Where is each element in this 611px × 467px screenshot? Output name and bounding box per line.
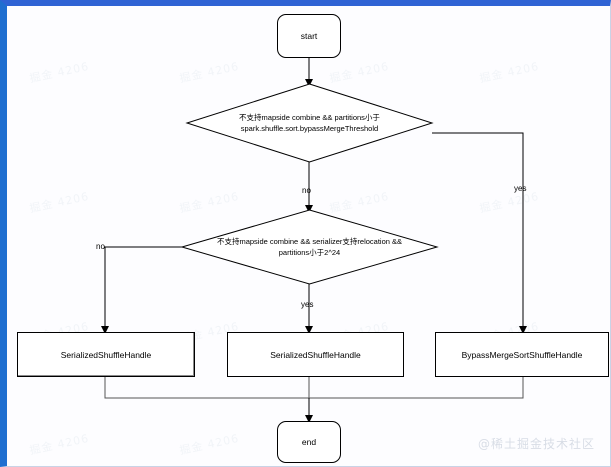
node-start-label: start [300, 31, 318, 41]
node-decision-2-text: 不支持mapside combine && serializer支持reloca… [182, 210, 437, 284]
node-decision-1-text: 不支持mapside combine && partitions小于 spark… [187, 84, 432, 162]
node-decision-serialized[interactable]: 不支持mapside combine && serializer支持reloca… [180, 209, 439, 285]
background-watermark: 掘金 4206 [478, 59, 541, 86]
background-watermark: 掘金 4206 [28, 59, 91, 86]
node-end[interactable]: end [277, 421, 341, 463]
background-watermark: 掘金 4206 [328, 59, 391, 86]
background-watermark: 掘金 4206 [178, 431, 241, 458]
background-watermark: 掘金 4206 [478, 189, 541, 216]
background-watermark: 掘金 4206 [28, 431, 91, 458]
diamond-shape-2 [180, 209, 439, 285]
node-end-label: end [301, 437, 317, 447]
node-start[interactable]: start [277, 14, 341, 58]
edge-label-decision1-no: no [302, 186, 311, 195]
node-mid-label: SerializedShuffleHandle [270, 349, 361, 360]
edge-label-decision1-yes: yes [514, 184, 527, 193]
decision-2-line-2: partitions小于2^24 [278, 248, 341, 257]
edge-label-decision2-yes: yes [301, 300, 314, 309]
diamond-shape-1 [185, 83, 434, 163]
site-watermark: @稀土掘金技术社区 [477, 437, 595, 451]
node-serialized-shuffle-handle-mid[interactable]: SerializedShuffleHandle [227, 332, 404, 377]
node-bypass-merge-sort-shuffle-handle[interactable]: BypassMergeSortShuffleHandle [435, 332, 609, 377]
decision-1-line-2: spark.shuffle.sort.bypassMergeThreshold [240, 124, 379, 133]
background-watermark: 掘金 4206 [28, 189, 91, 216]
node-decision-bypass-merge[interactable]: 不支持mapside combine && partitions小于 spark… [185, 83, 434, 163]
flowchart-canvas: 掘金 4206 掘金 4206 掘金 4206 掘金 4206 掘金 4206 … [7, 6, 610, 466]
node-right-label: BypassMergeSortShuffleHandle [461, 349, 583, 360]
node-serialized-shuffle-handle-left[interactable]: SerializedShuffleHandle [17, 332, 195, 377]
node-left-label: SerializedShuffleHandle [60, 349, 152, 360]
decision-2-line-1: 不支持mapside combine && serializer支持reloca… [216, 237, 403, 246]
decision-1-line-1: 不支持mapside combine && partitions小于 [239, 113, 380, 122]
background-watermark: 掘金 4206 [178, 59, 241, 86]
edge-label-decision2-no: no [96, 242, 105, 251]
